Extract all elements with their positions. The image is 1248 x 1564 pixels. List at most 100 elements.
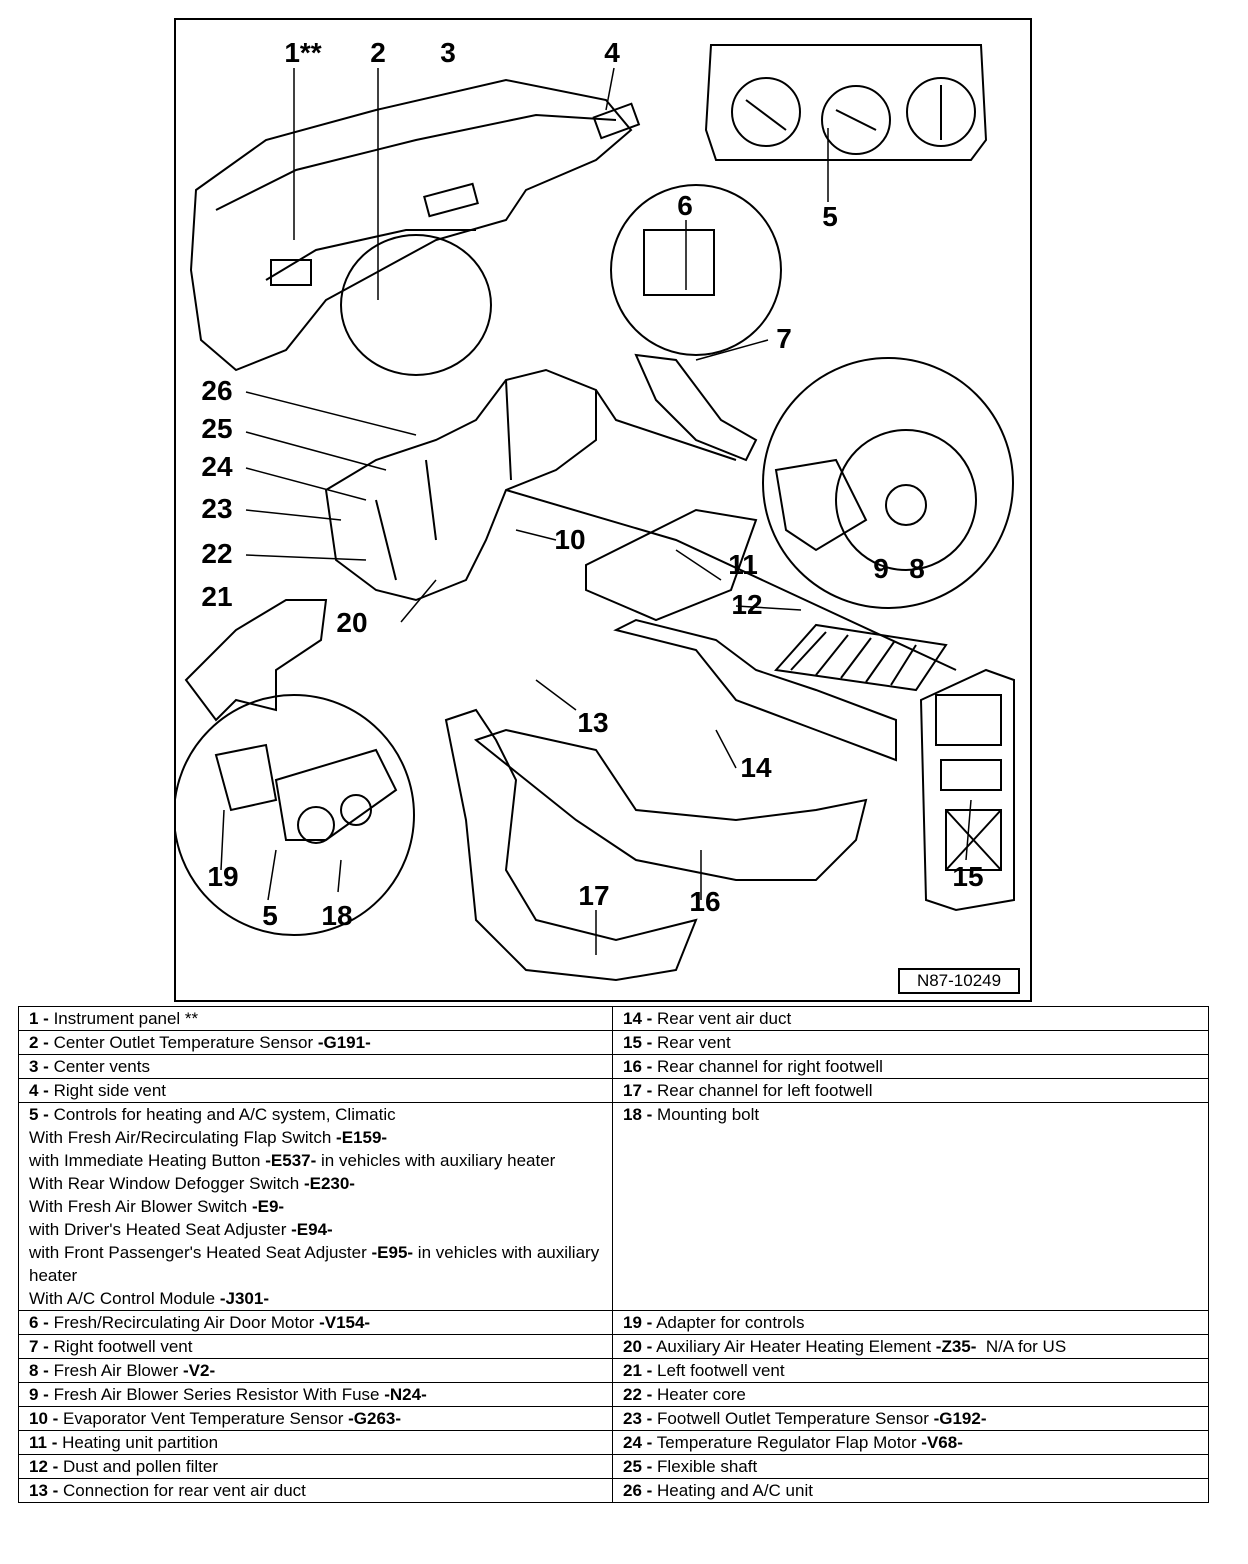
callout-10: 10 (554, 524, 586, 555)
legend-item: 2 - Center Outlet Temperature Sensor -G1… (18, 1030, 613, 1055)
legend-subline: with Immediate Heating Button -E537- in … (29, 1151, 556, 1170)
legend-item: 3 - Center vents (18, 1054, 613, 1079)
legend-row: 10 - Evaporator Vent Temperature Sensor … (18, 1406, 1209, 1431)
legend-subline: With Fresh Air/Recirculating Flap Switch… (29, 1128, 388, 1147)
callout-23: 23 (201, 493, 233, 524)
callout-8: 8 (909, 553, 925, 584)
legend-text: Evaporator Vent Temperature Sensor (63, 1409, 349, 1428)
legend-item: 24 - Temperature Regulator Flap Motor -V… (612, 1430, 1209, 1455)
left-rear-channel-drawing (444, 708, 698, 982)
legend-number: 12 - (29, 1457, 59, 1476)
legend-text: Fresh Air Blower (53, 1361, 184, 1380)
leader-lines (220, 67, 972, 955)
heating-unit-drawing (324, 368, 957, 671)
legend-item: 5 - Controls for heating and A/C system,… (18, 1102, 613, 1311)
legend-row: 2 - Center Outlet Temperature Sensor -G1… (18, 1030, 1209, 1055)
legend-number: 3 - (29, 1057, 49, 1076)
legend-text: Mounting bolt (657, 1105, 760, 1124)
detail-circle-controls (176, 694, 415, 936)
legend-number: 17 - (623, 1081, 653, 1100)
callout-12: 12 (731, 589, 763, 620)
legend-number: 9 - (29, 1385, 49, 1404)
legend-item: 13 - Connection for rear vent air duct (18, 1478, 613, 1503)
callout-1: 1** (284, 37, 322, 68)
legend-suffix: N/A for US (976, 1337, 1067, 1356)
legend-number: 2 - (29, 1033, 49, 1052)
legend-row: 6 - Fresh/Recirculating Air Door Motor -… (18, 1310, 1209, 1335)
legend-code: -G263- (348, 1409, 402, 1428)
callout-7: 7 (776, 323, 792, 354)
legend-text: Connection for rear vent air duct (63, 1481, 306, 1500)
rear-vent-duct-drawing (613, 618, 897, 762)
legend-number: 14 - (623, 1009, 653, 1028)
legend-item: 18 - Mounting bolt (612, 1102, 1209, 1311)
callout-16: 16 (689, 886, 721, 917)
callout-14: 14 (740, 752, 772, 783)
callout-22: 22 (201, 538, 233, 569)
legend-text: Fresh/Recirculating Air Door Motor (53, 1313, 320, 1332)
legend-number: 11 - (29, 1433, 58, 1452)
legend-item: 15 - Rear vent (612, 1030, 1209, 1055)
legend-number: 13 - (29, 1481, 59, 1500)
left-footwell-vent-drawing (184, 599, 328, 722)
legend-text: Rear vent (657, 1033, 731, 1052)
legend-item: 17 - Rear channel for left footwell (612, 1078, 1209, 1103)
legend-item: 1 - Instrument panel ** (18, 1006, 613, 1031)
legend-item: 11 - Heating unit partition (18, 1430, 613, 1455)
callout-17: 17 (578, 880, 610, 911)
instrument-panel-drawing (189, 78, 641, 376)
callout-25: 25 (201, 413, 233, 444)
legend-text: Right side vent (53, 1081, 167, 1100)
legend-number: 19 - (623, 1313, 653, 1332)
callout-4: 4 (604, 37, 620, 68)
legend-text: Fresh Air Blower Series Resistor With Fu… (53, 1385, 385, 1404)
rear-vent-drawing (919, 668, 1015, 912)
callout-5-detail: 5 (262, 900, 278, 931)
legend-number: 10 - (29, 1409, 59, 1428)
legend-text: Flexible shaft (657, 1457, 758, 1476)
legend-text: Center Outlet Temperature Sensor (53, 1033, 318, 1052)
callout-15: 15 (952, 861, 984, 892)
legend-number: 4 - (29, 1081, 49, 1100)
legend-item: 22 - Heater core (612, 1382, 1209, 1407)
legend-text: Rear vent air duct (657, 1009, 792, 1028)
legend-item: 12 - Dust and pollen filter (18, 1454, 613, 1479)
legend-code: -V154- (319, 1313, 371, 1332)
callout-2: 2 (370, 37, 386, 68)
legend-item: 6 - Fresh/Recirculating Air Door Motor -… (18, 1310, 613, 1335)
legend-text: Rear channel for left footwell (657, 1081, 873, 1100)
legend-number: 1 - (29, 1009, 49, 1028)
legend-code: -V68- (921, 1433, 963, 1452)
callout-19: 19 (207, 861, 239, 892)
legend-row: 9 - Fresh Air Blower Series Resistor Wit… (18, 1382, 1209, 1407)
figure-id-label: N87-10249 (898, 968, 1020, 994)
legend-number: 21 - (623, 1361, 653, 1380)
legend-number: 24 - (623, 1433, 653, 1452)
legend-number: 15 - (623, 1033, 653, 1052)
legend-text: Center vents (53, 1057, 150, 1076)
legend-number: 8 - (29, 1361, 49, 1380)
legend-text: Left footwell vent (657, 1361, 785, 1380)
legend-number: 22 - (623, 1385, 653, 1404)
legend-row: 5 - Controls for heating and A/C system,… (18, 1102, 1209, 1311)
right-rear-channel-drawing (473, 728, 868, 881)
legend-item: 7 - Right footwell vent (18, 1334, 613, 1359)
legend-item: 20 - Auxiliary Air Heater Heating Elemen… (612, 1334, 1209, 1359)
legend-text: Auxiliary Air Heater Heating Element (656, 1337, 936, 1356)
legend-number: 26 - (623, 1481, 653, 1500)
legend-text: Dust and pollen filter (63, 1457, 219, 1476)
legend-row: 4 - Right side vent 17 - Rear channel for… (18, 1078, 1209, 1103)
legend-code: -N24- (384, 1385, 427, 1404)
legend-number: 23 - (623, 1409, 653, 1428)
legend-item: 8 - Fresh Air Blower -V2- (18, 1358, 613, 1383)
legend-item: 21 - Left footwell vent (612, 1358, 1209, 1383)
legend-text: Controls for heating and A/C system, Cli… (53, 1105, 396, 1124)
legend-row: 8 - Fresh Air Blower -V2-21 - Left footw… (18, 1358, 1209, 1383)
detail-circle-blower (762, 357, 1014, 609)
legend-item: 25 - Flexible shaft (612, 1454, 1209, 1479)
callout-6: 6 (677, 190, 693, 221)
legend-item: 14 - Rear vent air duct (612, 1006, 1209, 1031)
